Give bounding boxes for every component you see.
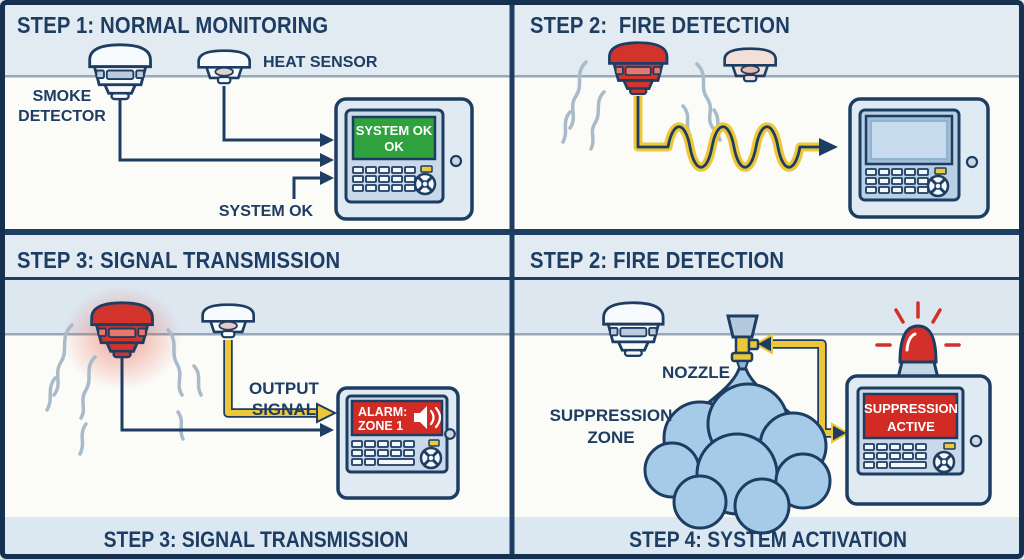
- step1-wires: [118, 86, 334, 199]
- detector-wire: [120, 356, 334, 437]
- screen-line2: OK: [384, 139, 404, 154]
- output-signal-label-line1: OUTPUT: [249, 379, 320, 398]
- step3-header: STEP 3: SIGNAL TRANSMISSION: [17, 247, 340, 274]
- panel-side-button: [969, 434, 983, 448]
- system-ok-label: SYSTEM OK: [219, 203, 314, 220]
- step4-header: STEP 2: FIRE DETECTION: [530, 247, 784, 274]
- panel-dial: [419, 446, 443, 470]
- suppression-zone-label-line1: SUPPRESSION: [550, 406, 673, 425]
- step4-caption: STEP 4: SYSTEM ACTIVATION: [629, 528, 907, 552]
- panel-dial: [926, 174, 950, 198]
- suppression-nozzle: [726, 314, 760, 372]
- quadrant-step3: STEP 3: SIGNAL TRANSMISSION OUTPUT: [17, 247, 460, 552]
- quadrant-step1: STEP 1: NORMAL MONITORING SMOKE DETECTOR…: [17, 12, 474, 221]
- screen-line2: ACTIVE: [887, 419, 935, 434]
- smoke-wisps-left: [45, 323, 97, 456]
- panel-screen-green: [351, 115, 437, 161]
- smoke-detector-label-line2: DETECTOR: [18, 108, 106, 125]
- output-signal-wire: [223, 340, 338, 424]
- panel-keypad: [865, 168, 929, 194]
- nozzle-label: NOZZLE: [662, 363, 730, 382]
- panel-screen-suppression: [862, 392, 959, 440]
- heat-sensor-label: HEAT SENSOR: [263, 54, 378, 71]
- control-panel-step1: SYSTEM OK OK: [334, 97, 474, 221]
- activation-wire: [753, 333, 851, 444]
- panel-dial: [413, 172, 437, 196]
- step2-header: STEP 2: FIRE DETECTION: [530, 12, 790, 39]
- suppression-zone-label-line2: ZONE: [587, 428, 634, 447]
- smoke-wisps-right: [166, 328, 203, 441]
- panel-side-button: [449, 154, 463, 168]
- smoke-wisps-left: [561, 60, 606, 151]
- output-signal-label-line2: SIGNAL: [252, 400, 316, 419]
- speaker-icon: [414, 406, 442, 429]
- control-panel-step4: SUPPRESSION ACTIVE: [845, 374, 992, 506]
- panel-keypad: [352, 166, 416, 192]
- screen-line1: SYSTEM OK: [356, 123, 433, 138]
- panel-led: [943, 442, 956, 450]
- screen-line2: ZONE 1: [358, 419, 403, 433]
- control-panel-step3: ALARM: ZONE 1: [336, 386, 460, 500]
- step3-caption: STEP 3: SIGNAL TRANSMISSION: [104, 528, 409, 552]
- quadrant-step2: STEP 2: FIRE DETECTION: [530, 12, 990, 219]
- panel-side-button: [965, 155, 979, 169]
- panel-led: [934, 167, 947, 175]
- screen-line1: SUPPRESSION: [864, 401, 958, 416]
- panel-keypad: [351, 440, 415, 466]
- suppression-cloud: [643, 382, 832, 535]
- panel-led: [428, 439, 440, 447]
- panel-side-button: [444, 428, 456, 440]
- quadrant-step4: STEP 2: FIRE DETECTION: [530, 247, 992, 552]
- step1-header: STEP 1: NORMAL MONITORING: [17, 12, 328, 39]
- panel-screen-blank: [870, 120, 948, 160]
- control-panel-step2: [848, 97, 990, 219]
- panel-dial: [932, 450, 956, 474]
- beacon-rays: [875, 301, 961, 347]
- smoke-detector-label-line1: SMOKE: [33, 88, 92, 105]
- panel-led: [420, 165, 433, 173]
- panel-keypad: [863, 443, 927, 469]
- signal-wave: [633, 96, 838, 172]
- screen-line1: ALARM:: [358, 405, 407, 419]
- alarm-beacon: [875, 301, 961, 380]
